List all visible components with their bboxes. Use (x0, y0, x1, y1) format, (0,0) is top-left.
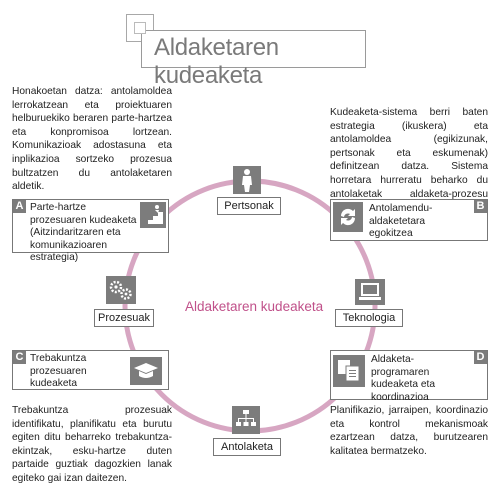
outro-left-paragraph: Trebakuntza prozesuak identifikatu, plan… (12, 405, 172, 484)
corner-d-letter: D (474, 351, 487, 364)
center-label: Aldaketaren kudeaketa (185, 299, 324, 314)
corner-d-box: Aldaketa-programaren kudeaketa eta koord… (330, 350, 488, 403)
corner-b-box: Antolamendu-aldaketetara egokitzea B (330, 199, 488, 241)
stairs-person-icon (140, 202, 166, 228)
page-title: Aldaketaren kudeaketa (154, 34, 279, 89)
node-pertsonak: Pertsonak (217, 197, 281, 215)
corner-d-text: Aldaketa-programaren kudeaketa eta koord… (371, 354, 436, 403)
corner-a-letter: A (13, 200, 26, 213)
refresh-icon (333, 202, 363, 232)
intro-left-paragraph: Honakoetan datza: antolamoldea lerrokatz… (12, 86, 172, 193)
corner-b-letter: B (474, 200, 487, 213)
node-prozesuak: Prozesuak (94, 309, 154, 327)
title-box: Aldaketaren kudeaketa (141, 30, 366, 89)
corner-c-box: C Trebakuntza prozesuaren kudeaketa (12, 350, 169, 390)
computer-icon (355, 279, 385, 305)
gears-icon (106, 276, 136, 304)
corner-a-box: A Parte-hartze prozesuaren kudeaketa (Ai… (12, 199, 169, 263)
outro-right-paragraph: Planifikazio, jarraipen, koordinazio eta… (330, 405, 488, 457)
title-decoration-square-small (134, 22, 146, 34)
corner-c-letter: C (13, 351, 26, 364)
documents-icon (333, 355, 365, 387)
corner-a-text: Parte-hartze prozesuaren kudeaketa (Aitz… (30, 202, 137, 263)
corner-b-text: Antolamendu-aldaketetara egokitzea (369, 203, 433, 239)
node-teknologia: Teknologia (335, 309, 403, 327)
title-decoration-square (126, 14, 154, 42)
person-icon (233, 166, 261, 194)
org-chart-icon (232, 406, 260, 434)
node-antolaketa: Antolaketa (213, 438, 281, 456)
corner-c-text: Trebakuntza prozesuaren kudeaketa (30, 353, 87, 389)
graduation-cap-icon (130, 357, 162, 385)
